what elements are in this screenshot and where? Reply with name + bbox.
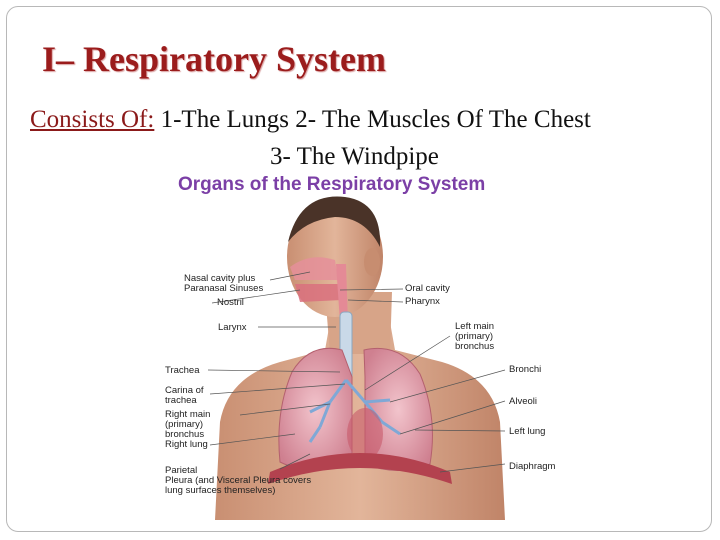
label-left-main-bronchus: Left main (primary) bronchus	[455, 321, 495, 352]
diaphragm-shape	[268, 453, 452, 484]
hair-shape	[288, 196, 381, 247]
heart-shape	[347, 408, 383, 460]
slide-title: I– Respiratory System	[42, 39, 386, 79]
respiratory-diagram: Organs of the Respiratory System Nasal c…	[160, 172, 560, 520]
nasal-cavity-shape	[290, 257, 338, 280]
label-right-main-bronchus: Right main (primary) bronchus	[165, 409, 211, 440]
bronchi-shape	[308, 379, 401, 443]
oral-cavity-shape	[295, 284, 342, 302]
label-bronchi: Bronchi	[509, 364, 542, 375]
leader-lines	[207, 271, 506, 473]
consists-items-2: 3- The Windpipe	[270, 143, 439, 170]
label-diaphragm: Diaphragm	[509, 461, 556, 472]
figure-title: Organs of the Respiratory System	[178, 174, 486, 195]
pharynx-shape	[336, 264, 348, 322]
label-left-lung: Left lung	[509, 426, 546, 437]
label-alveoli: Alveoli	[509, 396, 537, 407]
consists-of-label: Consists Of:	[30, 106, 155, 133]
label-nasal-cavity: Nasal cavity plus Paranasal Sinuses	[184, 273, 264, 294]
label-right-lung: Right lung	[165, 439, 208, 450]
ear-shape	[364, 248, 380, 276]
label-pharynx: Pharynx	[405, 296, 440, 307]
label-trachea: Trachea	[165, 365, 200, 376]
consists-items-1: 1-The Lungs 2- The Muscles Of The Chest	[154, 106, 591, 133]
label-carina: Carina of trachea	[165, 385, 204, 406]
label-nostril: Nostril	[217, 297, 244, 308]
label-oral-cavity: Oral cavity	[405, 283, 450, 294]
label-parietal-pleura: Parietal Pleura (and Visceral Pleura cov…	[165, 465, 312, 496]
consists-line-1: Consists Of: 1-The Lungs 2- The Muscles …	[20, 101, 700, 138]
consists-of-text: Consists Of: 1-The Lungs 2- The Muscles …	[20, 101, 700, 175]
label-larynx: Larynx	[218, 322, 247, 333]
anatomy-illustration	[207, 196, 506, 520]
